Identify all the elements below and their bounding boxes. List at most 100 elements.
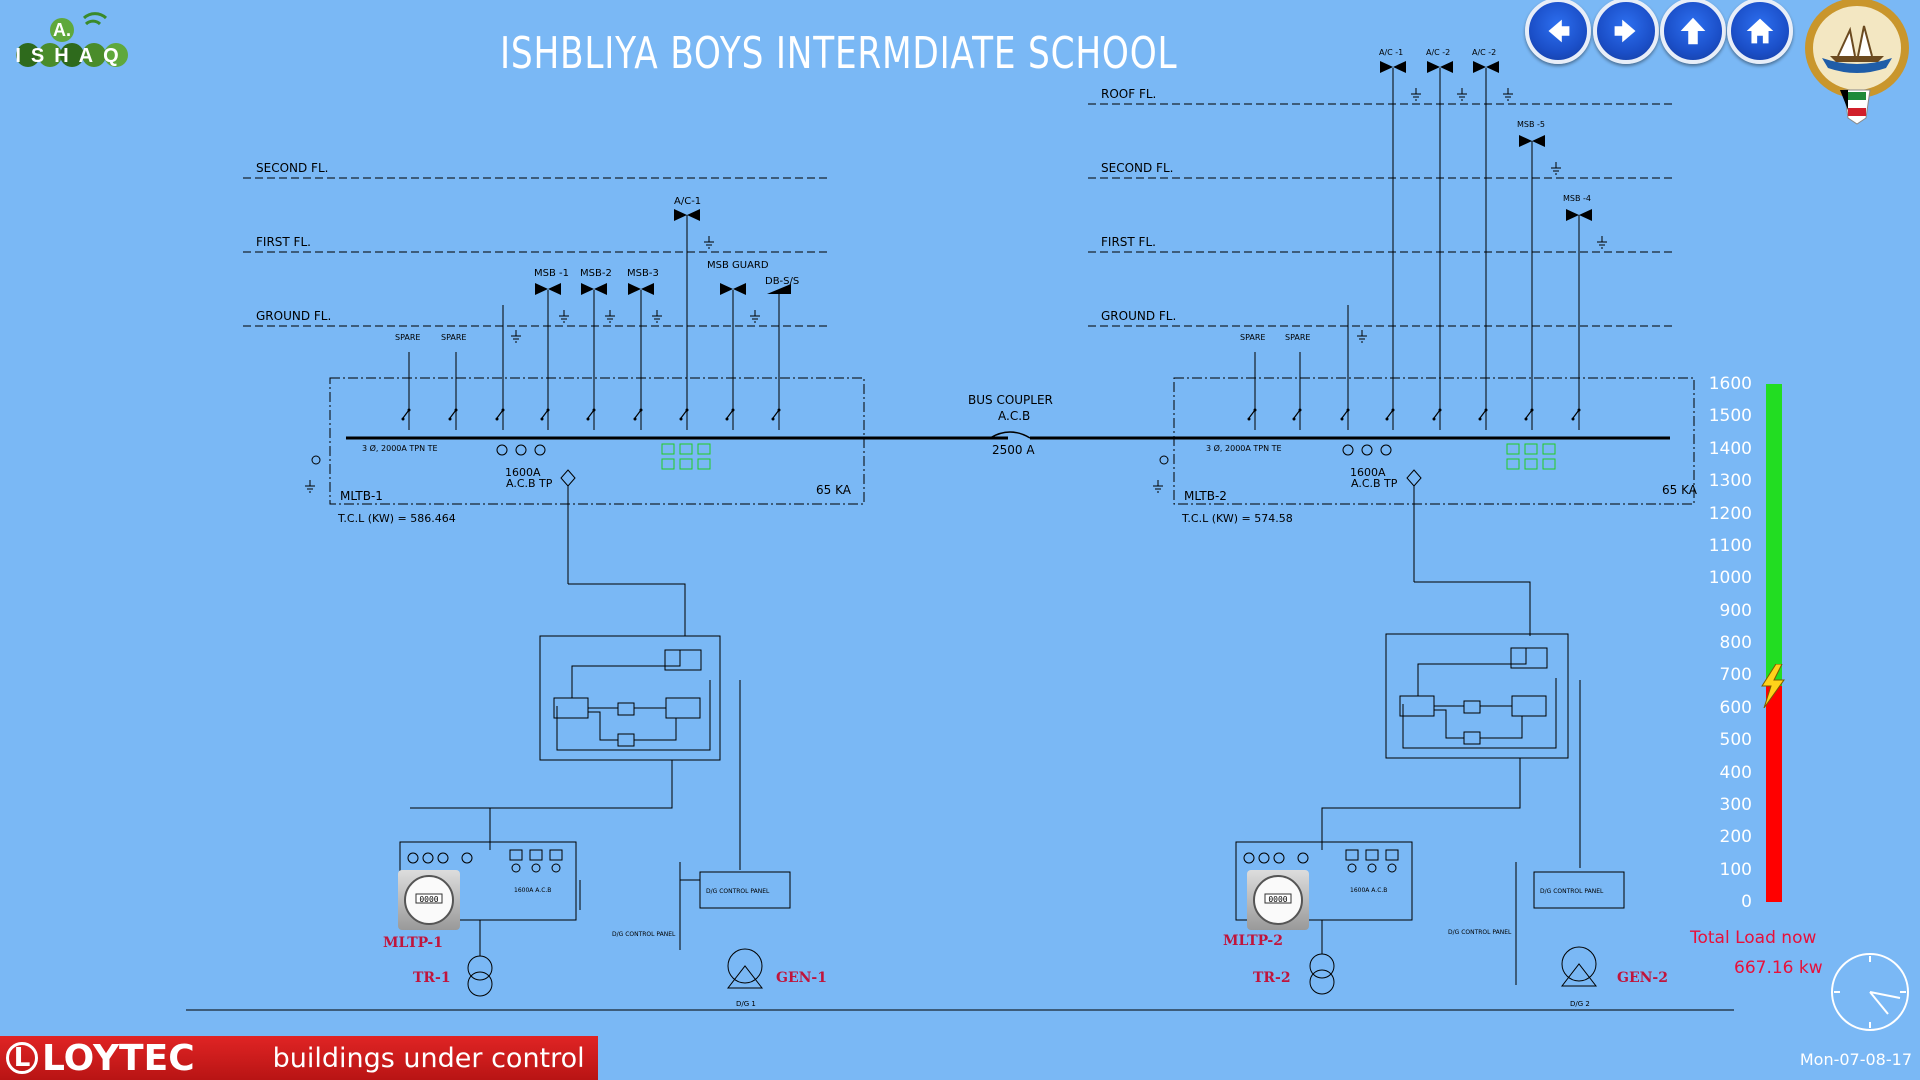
svg-text:0000: 0000: [1268, 895, 1287, 904]
bus-coupler-label: BUS COUPLER: [968, 393, 1053, 407]
arrow-left-icon: [1548, 19, 1570, 43]
left-gen-cp-note: D/G CONTROL PANEL: [612, 931, 676, 938]
loytec-logo: L LOYTEC: [6, 1038, 195, 1079]
right-gen-cp-note: D/G CONTROL PANEL: [1448, 929, 1512, 936]
mltb-1-acb: 1600A: [505, 466, 541, 479]
clock-icon: [1828, 950, 1912, 1034]
gauge-tick: 1200: [1708, 503, 1752, 524]
load-gauge-bar: [1766, 384, 1782, 902]
mltb-1-label: MLTB-1: [340, 489, 383, 503]
mltb-1-bus-note: 3 Ø, 2000A TPN TE: [362, 443, 438, 453]
mltb-2-acb-type: A.C.B TP: [1351, 477, 1398, 490]
gen-2-label: GEN-2: [1617, 970, 1668, 986]
logo-top-text: A.: [53, 20, 71, 40]
right-feeder-spare-2: SPARE: [1285, 333, 1310, 342]
loytec-banner: L LOYTEC buildings under control: [0, 1036, 598, 1080]
kuwait-emblem-icon: [1800, 0, 1915, 125]
svg-text:0000: 0000: [419, 895, 438, 904]
left-feeder-msb-3: MSB-3: [627, 268, 659, 279]
mltp-2-meter-icon[interactable]: 0000: [1247, 870, 1309, 930]
mltb-2-rating: 65 KA: [1662, 483, 1698, 497]
arrow-right-icon: [1614, 19, 1636, 43]
total-load-value: 667.16 kw: [1734, 958, 1823, 978]
loytec-logo-icon: L: [6, 1042, 38, 1074]
left-feeder-db-ss: DB-S/S: [765, 276, 799, 287]
left-feeder-spare-2: SPARE: [441, 333, 466, 342]
second-floor-label-right: SECOND FL.: [1101, 161, 1173, 175]
loytec-tagline: buildings under control: [272, 1042, 585, 1074]
right-feeder-ac-2b: A/C -2: [1472, 48, 1496, 57]
mltb-1-rating: 65 KA: [816, 483, 852, 497]
gauge-tick: 1400: [1708, 438, 1752, 459]
right-transformer-breaker-note: 1600A A.C.B: [1350, 887, 1387, 894]
mltp-1-label: MLTP-1: [383, 935, 443, 951]
left-control-panel: [699, 871, 791, 909]
ground-floor-label-right: GROUND FL.: [1101, 309, 1176, 323]
gauge-tick: 1300: [1708, 471, 1752, 492]
date-display: Mon-07-08-17: [1799, 1050, 1912, 1069]
right-feeder-msb-4: MSB -4: [1563, 194, 1591, 203]
mltb-2-bus-note: 3 Ø, 2000A TPN TE: [1206, 443, 1282, 453]
total-load-title: Total Load now: [1690, 928, 1817, 948]
left-transformer-breaker-note: 1600A A.C.B: [514, 887, 551, 894]
gauge-tick: 1600: [1708, 374, 1752, 394]
ishaq-logo: A. ISHAQ: [14, 10, 134, 80]
gauge-tick: 500: [1719, 730, 1752, 751]
gauge-tick: 0: [1741, 892, 1752, 912]
logo-text: ISHAQ: [15, 45, 128, 67]
tr-1-label: TR-1: [413, 970, 451, 986]
gauge-tick: 600: [1719, 697, 1752, 718]
right-control-panel: [1533, 871, 1625, 909]
load-gauge-fill: [1766, 686, 1782, 902]
mltb-1-panel: [329, 377, 865, 505]
mltb-1-acb-type: A.C.B TP: [506, 477, 553, 490]
gauge-tick: 400: [1719, 762, 1752, 783]
up-button[interactable]: [1660, 0, 1726, 64]
gauge-tick: 200: [1719, 827, 1752, 848]
home-button[interactable]: [1727, 0, 1793, 64]
bus-coupler-type: A.C.B: [998, 409, 1030, 423]
left-feeder-msb-guard: MSB GUARD: [707, 260, 769, 271]
mltb-2-label: MLTB-2: [1184, 489, 1227, 503]
ground-floor-label-left: GROUND FL.: [256, 309, 331, 323]
right-feeder-ac-2a: A/C -2: [1426, 48, 1450, 57]
left-control-panel-label: D/G CONTROL PANEL: [706, 888, 770, 895]
loytec-brand: LOYTEC: [42, 1037, 195, 1079]
gauge-tick: 1000: [1708, 568, 1752, 589]
arrow-up-icon: [1680, 17, 1706, 45]
right-feeder-msb-5: MSB -5: [1517, 120, 1545, 129]
mltb-2-tcl: T.C.L (KW) = 574.58: [1181, 512, 1293, 525]
left-feeder-spare-1: SPARE: [395, 333, 420, 342]
gauge-tick: 100: [1719, 859, 1752, 880]
gauge-tick: 300: [1719, 794, 1752, 815]
right-gen-sub: D/G 2: [1570, 1000, 1590, 1008]
gen-1-label: GEN-1: [776, 970, 827, 986]
mltb-2-acb: 1600A: [1350, 466, 1386, 479]
gauge-tick: 800: [1719, 633, 1752, 653]
first-floor-label-right: FIRST FL.: [1101, 235, 1156, 249]
right-control-panel-label: D/G CONTROL PANEL: [1540, 888, 1604, 895]
left-gen-sub: D/G 1: [736, 1000, 756, 1008]
lightning-icon: [1758, 663, 1788, 709]
mltb-2-panel: [1173, 377, 1695, 505]
page-title: ISHBLIYA BOYS INTERMDIATE SCHOOL: [500, 28, 1178, 79]
gauge-tick: 1100: [1708, 535, 1752, 556]
home-icon: [1746, 18, 1774, 44]
back-button[interactable]: [1525, 0, 1591, 64]
gauge-tick: 700: [1719, 665, 1752, 686]
gauge-tick: 1500: [1708, 406, 1752, 427]
mltb-1-tcl: T.C.L (KW) = 586.464: [337, 512, 456, 525]
left-feeder-msb-1: MSB -1: [534, 268, 569, 279]
mltp-1-meter-icon[interactable]: 0000: [398, 870, 460, 930]
second-floor-label-left: SECOND FL.: [256, 161, 328, 175]
roof-floor-label-right: ROOF FL.: [1101, 87, 1156, 101]
gauge-tick: 900: [1719, 600, 1752, 621]
left-feeder-msb-2: MSB-2: [580, 268, 612, 279]
first-floor-label-left: FIRST FL.: [256, 235, 311, 249]
tr-2-label: TR-2: [1253, 970, 1291, 986]
bus-coupler-rating: 2500 A: [992, 443, 1035, 457]
right-feeder-spare-1: SPARE: [1240, 333, 1265, 342]
forward-button[interactable]: [1593, 0, 1659, 64]
left-feeder-ac-1: A/C-1: [674, 196, 701, 207]
